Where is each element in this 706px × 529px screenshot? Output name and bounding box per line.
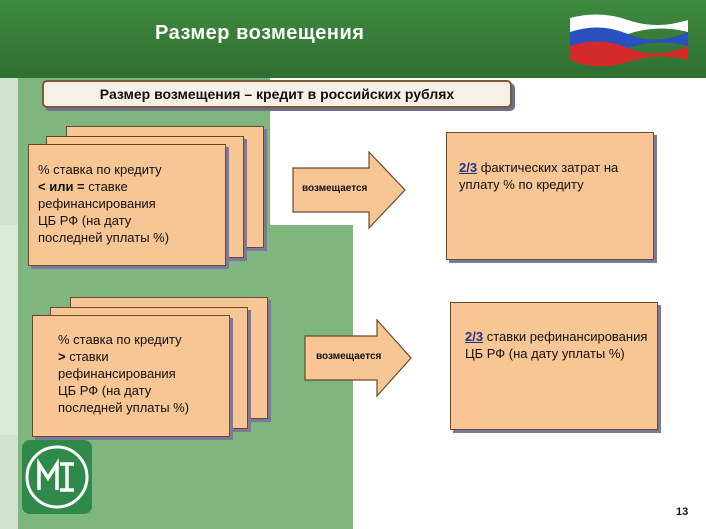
arrow-label-2: возмещается	[316, 351, 382, 362]
condition-line: последней уплаты %)	[58, 400, 190, 415]
condition-card-2	[32, 315, 230, 437]
condition-line: ЦБ РФ (на дату	[38, 213, 132, 228]
condition-operator: >	[58, 349, 66, 364]
condition-operator-rest: ставке	[84, 179, 128, 194]
russia-flag-icon	[570, 14, 688, 67]
arrow-right-icon	[304, 318, 412, 398]
arrow-label-1: возмещается	[302, 183, 368, 194]
slide-title: Размер возмещения	[155, 22, 365, 44]
condition-line: ЦБ РФ (на дату	[58, 383, 152, 398]
result-card-2	[450, 302, 658, 430]
result-text-1: 2/3 фактических затрат на уплату % по кр…	[459, 159, 645, 193]
condition-operator-line: > ставки	[58, 348, 226, 365]
condition-line: рефинансирования	[38, 196, 156, 211]
result-text-2: 2/3 ставки рефинансирования ЦБ РФ (на да…	[465, 328, 649, 362]
result-body-2: ставки рефинансирования ЦБ РФ (на дату у…	[465, 329, 648, 361]
condition-text-2: % ставка по кредиту > ставки рефинансиро…	[58, 331, 226, 416]
light-strip-decoration	[0, 225, 18, 435]
condition-line: % ставка по кредиту	[38, 162, 162, 177]
condition-text-1: % ставка по кредиту < или = ставке рефин…	[38, 161, 218, 246]
result-highlight-1: 2/3	[459, 160, 478, 175]
result-highlight-2: 2/3	[465, 329, 484, 344]
condition-card-1	[28, 144, 226, 266]
condition-operator-rest: ставки	[65, 349, 109, 364]
subtitle-banner: Размер возмещения – кредит в российских …	[42, 80, 512, 108]
result-body-1: фактических затрат на уплату % по кредит…	[459, 160, 619, 192]
result-card-1	[446, 132, 654, 260]
mert-logo-icon	[22, 440, 92, 514]
page-number: 13	[676, 506, 689, 518]
condition-line: рефинансирования	[58, 366, 176, 381]
arrow-right-icon	[292, 150, 406, 230]
condition-line: последней уплаты %)	[38, 230, 170, 245]
condition-operator: < или =	[38, 179, 85, 194]
condition-operator-line: < или = ставке	[38, 178, 218, 195]
condition-line: % ставка по кредиту	[58, 332, 182, 347]
